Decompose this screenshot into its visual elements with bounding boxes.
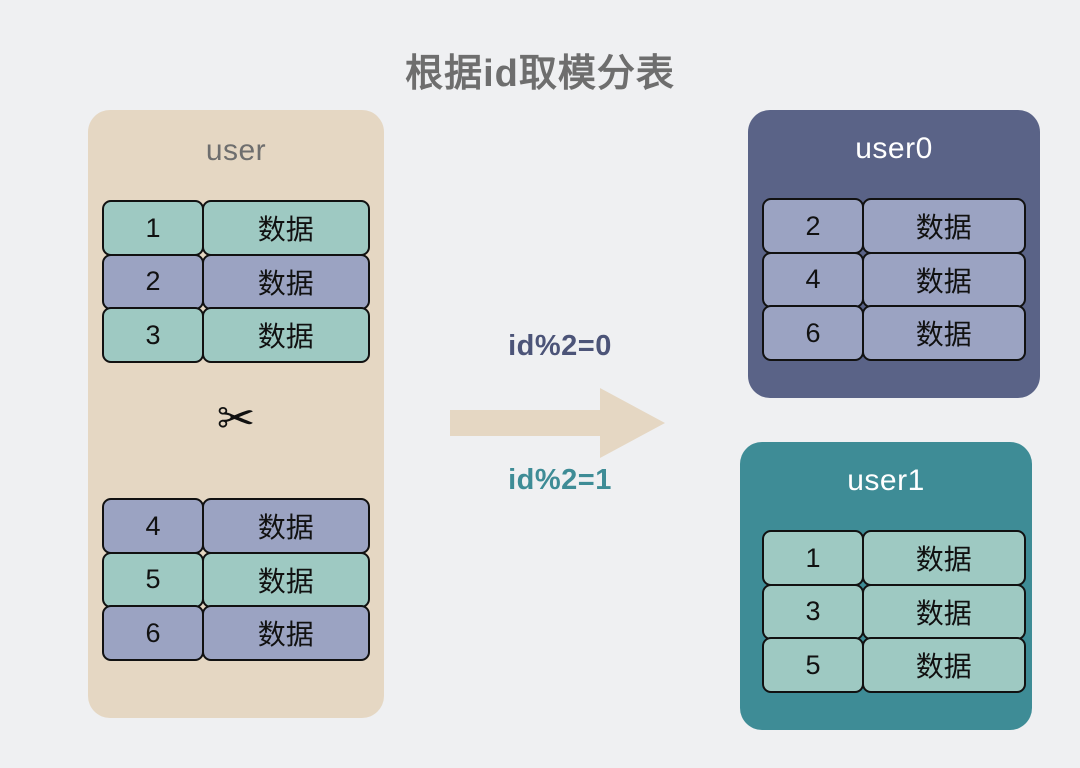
row-data-cell: 数据 xyxy=(201,307,370,363)
row-data-cell: 数据 xyxy=(861,530,1026,586)
row-data-cell: 数据 xyxy=(201,253,370,310)
row-id-cell: 3 xyxy=(102,307,204,363)
row-data-cell: 数据 xyxy=(861,637,1026,693)
row-id-cell: 2 xyxy=(102,253,204,310)
flow-label-even: id%2=0 xyxy=(508,330,612,362)
row-id-cell: 5 xyxy=(102,551,204,608)
row-id-cell: 4 xyxy=(102,498,204,554)
row-data-cell: 数据 xyxy=(861,251,1026,308)
row-id-cell: 1 xyxy=(762,530,864,586)
flow-label-odd: id%2=1 xyxy=(508,464,612,496)
row-data-cell: 数据 xyxy=(861,583,1026,640)
target-table-title-user1: user1 xyxy=(847,464,925,497)
row-data-cell: 数据 xyxy=(201,200,370,256)
row-data-cell: 数据 xyxy=(201,605,370,661)
row-data-cell: 数据 xyxy=(201,498,370,554)
page-title: 根据id取模分表 xyxy=(405,53,675,95)
row-id-cell: 2 xyxy=(762,198,864,254)
row-id-cell: 5 xyxy=(762,637,864,693)
row-id-cell: 3 xyxy=(762,583,864,640)
flow-arrow-group: id%2=0 id%2=1 xyxy=(440,330,680,510)
row-data-cell: 数据 xyxy=(861,198,1026,254)
source-table-title: user xyxy=(205,134,267,167)
target-table-title-user0: user0 xyxy=(855,132,933,165)
row-id-cell: 1 xyxy=(102,200,204,256)
row-id-cell: 6 xyxy=(102,605,204,661)
row-data-cell: 数据 xyxy=(201,551,370,608)
row-id-cell: 4 xyxy=(762,251,864,308)
right-arrow-icon xyxy=(450,388,665,458)
row-data-cell: 数据 xyxy=(861,305,1026,361)
scissors-icon: ✂ xyxy=(216,392,256,444)
row-id-cell: 6 xyxy=(762,305,864,361)
